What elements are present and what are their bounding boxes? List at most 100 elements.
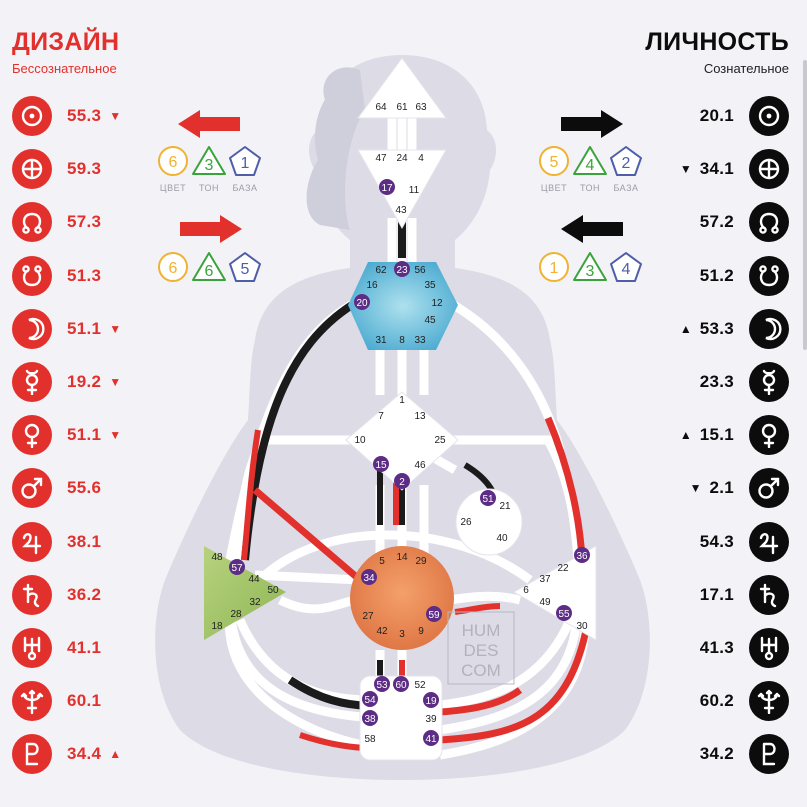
gate[interactable]: 14 xyxy=(396,552,408,563)
personality-planet-row[interactable]: ▼34.1 xyxy=(680,149,789,190)
gate[interactable]: 34 xyxy=(361,569,377,585)
gate[interactable]: 17 xyxy=(379,179,395,195)
sacral-center[interactable] xyxy=(350,546,454,650)
gate[interactable]: 45 xyxy=(424,315,436,326)
gate[interactable]: 43 xyxy=(395,205,407,216)
gate[interactable]: 35 xyxy=(424,280,436,291)
gate[interactable]: 36 xyxy=(574,547,590,563)
personality-planet-row[interactable]: 17.1 xyxy=(692,574,789,615)
gate[interactable]: 4 xyxy=(418,153,424,164)
gate[interactable]: 22 xyxy=(557,563,569,574)
gate[interactable]: 23 xyxy=(394,261,410,277)
svg-text:32: 32 xyxy=(249,597,261,608)
head-center[interactable] xyxy=(357,57,447,119)
personality-planet-row[interactable]: 51.2 xyxy=(692,255,789,296)
gate[interactable]: 18 xyxy=(211,621,223,632)
design-planet-row[interactable]: 60.1 xyxy=(12,681,109,722)
gate[interactable]: 20 xyxy=(354,294,370,310)
gate[interactable]: 57 xyxy=(229,559,245,575)
gate[interactable]: 49 xyxy=(539,597,551,608)
gate[interactable]: 2 xyxy=(394,473,410,489)
gate[interactable]: 6 xyxy=(523,585,529,596)
gate[interactable]: 19 xyxy=(423,692,439,708)
gate[interactable]: 30 xyxy=(576,621,588,632)
gate[interactable]: 41 xyxy=(423,730,439,746)
gate[interactable]: 61 xyxy=(396,102,408,113)
gate[interactable]: 62 xyxy=(375,265,387,276)
gate[interactable]: 46 xyxy=(414,460,426,471)
personality-planet-row[interactable]: 34.2 xyxy=(692,734,789,775)
gate[interactable]: 10 xyxy=(354,435,366,446)
design-planet-row[interactable]: 19.2▼ xyxy=(12,362,121,402)
gate[interactable]: 50 xyxy=(267,585,279,596)
gate[interactable]: 38 xyxy=(362,710,378,726)
gate[interactable]: 16 xyxy=(366,280,378,291)
design-planet-row[interactable]: 51.1▼ xyxy=(12,308,121,349)
personality-planet-row[interactable]: ▲15.1 xyxy=(680,415,789,456)
gate[interactable]: 25 xyxy=(434,435,446,446)
gate[interactable]: 15 xyxy=(373,456,389,472)
gate[interactable]: 51 xyxy=(480,490,496,506)
throat-center[interactable] xyxy=(348,262,458,350)
gate[interactable]: 37 xyxy=(539,574,551,585)
gate[interactable]: 59 xyxy=(426,606,442,622)
design-planet-row[interactable]: 57.3 xyxy=(12,202,109,243)
design-planet-row[interactable]: 51.1▼ xyxy=(12,415,121,456)
gate[interactable]: 47 xyxy=(375,153,387,164)
gate[interactable]: 3 xyxy=(399,629,405,640)
personality-planet-row[interactable]: 41.3 xyxy=(692,628,789,668)
personality-planet-row[interactable]: 60.2 xyxy=(692,681,789,722)
personality-planet-row[interactable]: 20.1 xyxy=(692,96,789,136)
gate[interactable]: 9 xyxy=(418,626,424,637)
gate[interactable]: 64 xyxy=(375,102,387,113)
design-planet-row[interactable]: 55.6 xyxy=(12,468,109,509)
gate[interactable]: 11 xyxy=(409,185,420,196)
ego-center[interactable] xyxy=(455,488,523,556)
solar-plexus-center[interactable] xyxy=(512,545,597,641)
gate[interactable]: 13 xyxy=(414,411,426,422)
gate[interactable]: 24 xyxy=(396,153,408,164)
gate[interactable]: 60 xyxy=(393,676,409,692)
scrollbar[interactable] xyxy=(803,60,807,350)
g-center[interactable] xyxy=(345,391,459,491)
personality-planet-row[interactable]: ▼2.1 xyxy=(690,468,789,509)
gate[interactable]: 56 xyxy=(414,265,426,276)
personality-planet-row[interactable]: 57.2 xyxy=(692,202,789,243)
gate[interactable]: 39 xyxy=(425,714,437,725)
gate[interactable]: 63 xyxy=(415,102,427,113)
gate[interactable]: 55 xyxy=(556,605,572,621)
gate[interactable]: 40 xyxy=(496,533,508,544)
gate[interactable]: 44 xyxy=(248,574,260,585)
design-planet-row[interactable]: 41.1 xyxy=(12,628,109,668)
gate[interactable]: 5 xyxy=(379,556,385,567)
gate[interactable]: 29 xyxy=(415,556,427,567)
design-planet-row[interactable]: 34.4▲ xyxy=(12,734,121,775)
gate[interactable]: 42 xyxy=(376,626,388,637)
design-planet-row[interactable]: 36.2 xyxy=(12,574,109,615)
design-planet-row[interactable]: 38.1 xyxy=(12,521,109,562)
design-planet-row[interactable]: 59.3 xyxy=(12,149,109,190)
personality-planet-row[interactable]: 23.3 xyxy=(692,362,789,402)
gate[interactable]: 28 xyxy=(230,609,242,620)
gate[interactable]: 58 xyxy=(364,734,376,745)
gate[interactable]: 27 xyxy=(362,611,374,622)
personality-planet-row[interactable]: ▲53.3 xyxy=(680,308,789,349)
gate[interactable]: 33 xyxy=(414,335,426,346)
gate[interactable]: 32 xyxy=(249,597,261,608)
spleen-center[interactable] xyxy=(204,546,286,640)
gate[interactable]: 7 xyxy=(378,411,384,422)
gate[interactable]: 54 xyxy=(362,691,378,707)
gate[interactable]: 31 xyxy=(375,335,387,346)
gate[interactable]: 21 xyxy=(499,501,511,512)
gate[interactable]: 26 xyxy=(460,517,472,528)
gate[interactable]: 8 xyxy=(399,335,405,346)
gate[interactable]: 53 xyxy=(374,676,390,692)
gate[interactable]: 48 xyxy=(211,552,223,563)
design-planet-row[interactable]: 55.3▼ xyxy=(12,96,121,136)
gate[interactable]: 12 xyxy=(431,298,443,309)
personality-planet-row[interactable]: 54.3 xyxy=(692,521,789,562)
gate[interactable]: 52 xyxy=(414,680,426,691)
svg-text:31: 31 xyxy=(375,335,387,346)
design-planet-row[interactable]: 51.3 xyxy=(12,255,109,296)
gate[interactable]: 1 xyxy=(399,395,405,406)
